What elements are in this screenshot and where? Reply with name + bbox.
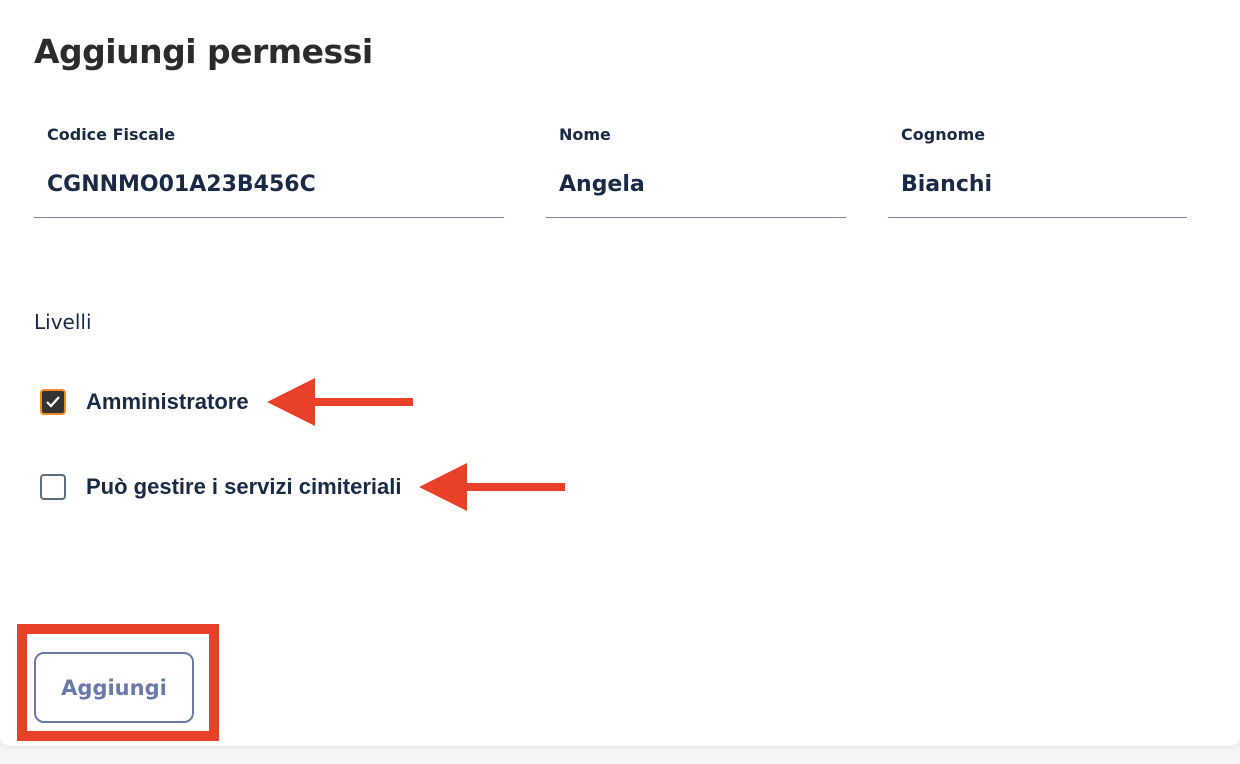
field-value: Bianchi	[901, 172, 993, 197]
levels-label: Livelli	[34, 310, 92, 334]
codice-fiscale-field[interactable]: Codice Fiscale CGNNMO01A23B456C	[34, 124, 504, 218]
checkbox-checked-icon[interactable]	[40, 389, 66, 415]
checkbox-label: Può gestire i servizi cimiteriali	[86, 474, 402, 499]
annotation-arrow-icon	[266, 378, 413, 426]
field-label: Nome	[559, 125, 611, 144]
permissions-card: Aggiungi permessi Codice Fiscale CGNNMO0…	[0, 0, 1240, 746]
add-button[interactable]: Aggiungi	[34, 652, 194, 723]
nome-field[interactable]: Nome Angela	[546, 124, 846, 218]
checkbox-amministratore[interactable]: Amministratore	[40, 376, 415, 428]
field-value: Angela	[559, 172, 645, 197]
annotation-arrow-icon	[419, 463, 566, 511]
page-title: Aggiungi permessi	[34, 32, 373, 71]
field-label: Codice Fiscale	[47, 125, 176, 144]
field-label: Cognome	[901, 125, 986, 144]
checkbox-unchecked-icon[interactable]	[40, 474, 66, 500]
field-value: CGNNMO01A23B456C	[47, 172, 316, 197]
checkbox-servizi-cimiteriali[interactable]: Può gestire i servizi cimiteriali	[40, 461, 567, 513]
checkbox-label: Amministratore	[86, 389, 249, 414]
annotation-highlight-box	[17, 624, 219, 741]
cognome-field[interactable]: Cognome Bianchi	[888, 124, 1187, 218]
